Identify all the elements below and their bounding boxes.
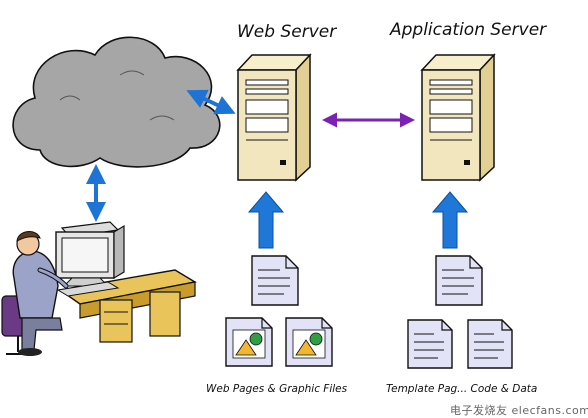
webserver-upload-arrow (247, 191, 285, 249)
user-at-computer-icon (1, 221, 197, 356)
appserver-upload-arrow (431, 191, 469, 249)
application-server-icon (420, 53, 496, 182)
web-server-icon (236, 53, 312, 182)
web-server-label: Web Server (237, 22, 337, 42)
cloud-icon (12, 36, 221, 168)
web-files-caption: Web Pages & Graphic Files (206, 383, 348, 395)
application-server-label: Application Server (390, 20, 547, 40)
document-icon (407, 319, 453, 369)
cloud-webserver-arrow (186, 89, 236, 115)
document-icon (435, 255, 483, 306)
image-file-icon (225, 317, 273, 367)
document-icon (467, 319, 513, 369)
document-icon (251, 255, 299, 306)
image-file-icon (285, 317, 333, 367)
watermark: 电子发烧友 elecfans.com (450, 404, 588, 417)
template-files-caption: Template Pag... Code & Data (386, 383, 538, 395)
